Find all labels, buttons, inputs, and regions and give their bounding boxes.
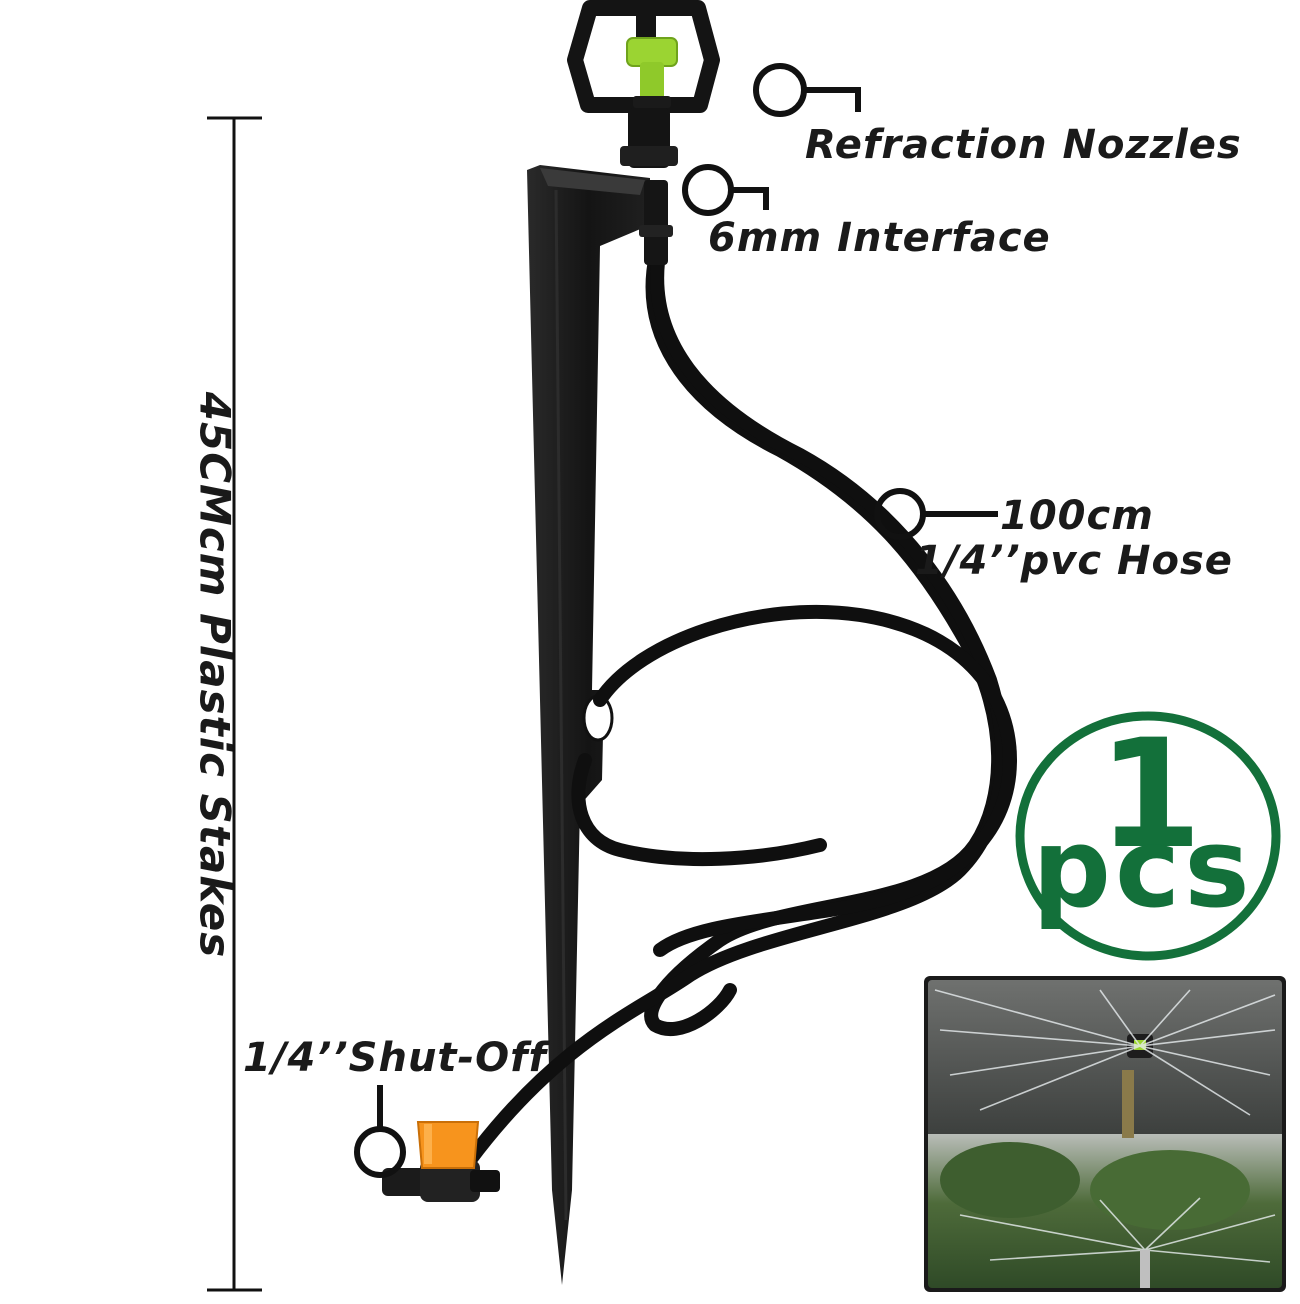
pcs-badge-count: 1: [1097, 708, 1203, 882]
pvc-hose: [463, 248, 1018, 1167]
stake-dimension-label: 45CMcm Plastic Stakes: [190, 391, 240, 959]
pcs-badge-unit: pcs: [1032, 804, 1254, 932]
refraction-nozzle: [567, 0, 720, 168]
plastic-stake: [527, 165, 650, 1285]
dimension-line: [207, 116, 262, 1292]
pcs-badge-ring: [1015, 711, 1281, 961]
callout-markers: [354, 63, 998, 1178]
interface-label: 6mm Interface: [708, 215, 1051, 261]
shutoff-label: 1/4’’Shut-Off: [243, 1035, 547, 1081]
hose-type-label: 1/4’’pvc Hose: [915, 538, 1233, 584]
hose-length-label: 100cm: [1000, 493, 1154, 539]
interface-connector: [639, 180, 673, 265]
usage-photo: [924, 976, 1286, 1292]
shutoff-valve: [382, 1121, 500, 1202]
nozzle-label: Refraction Nozzles: [805, 122, 1242, 168]
